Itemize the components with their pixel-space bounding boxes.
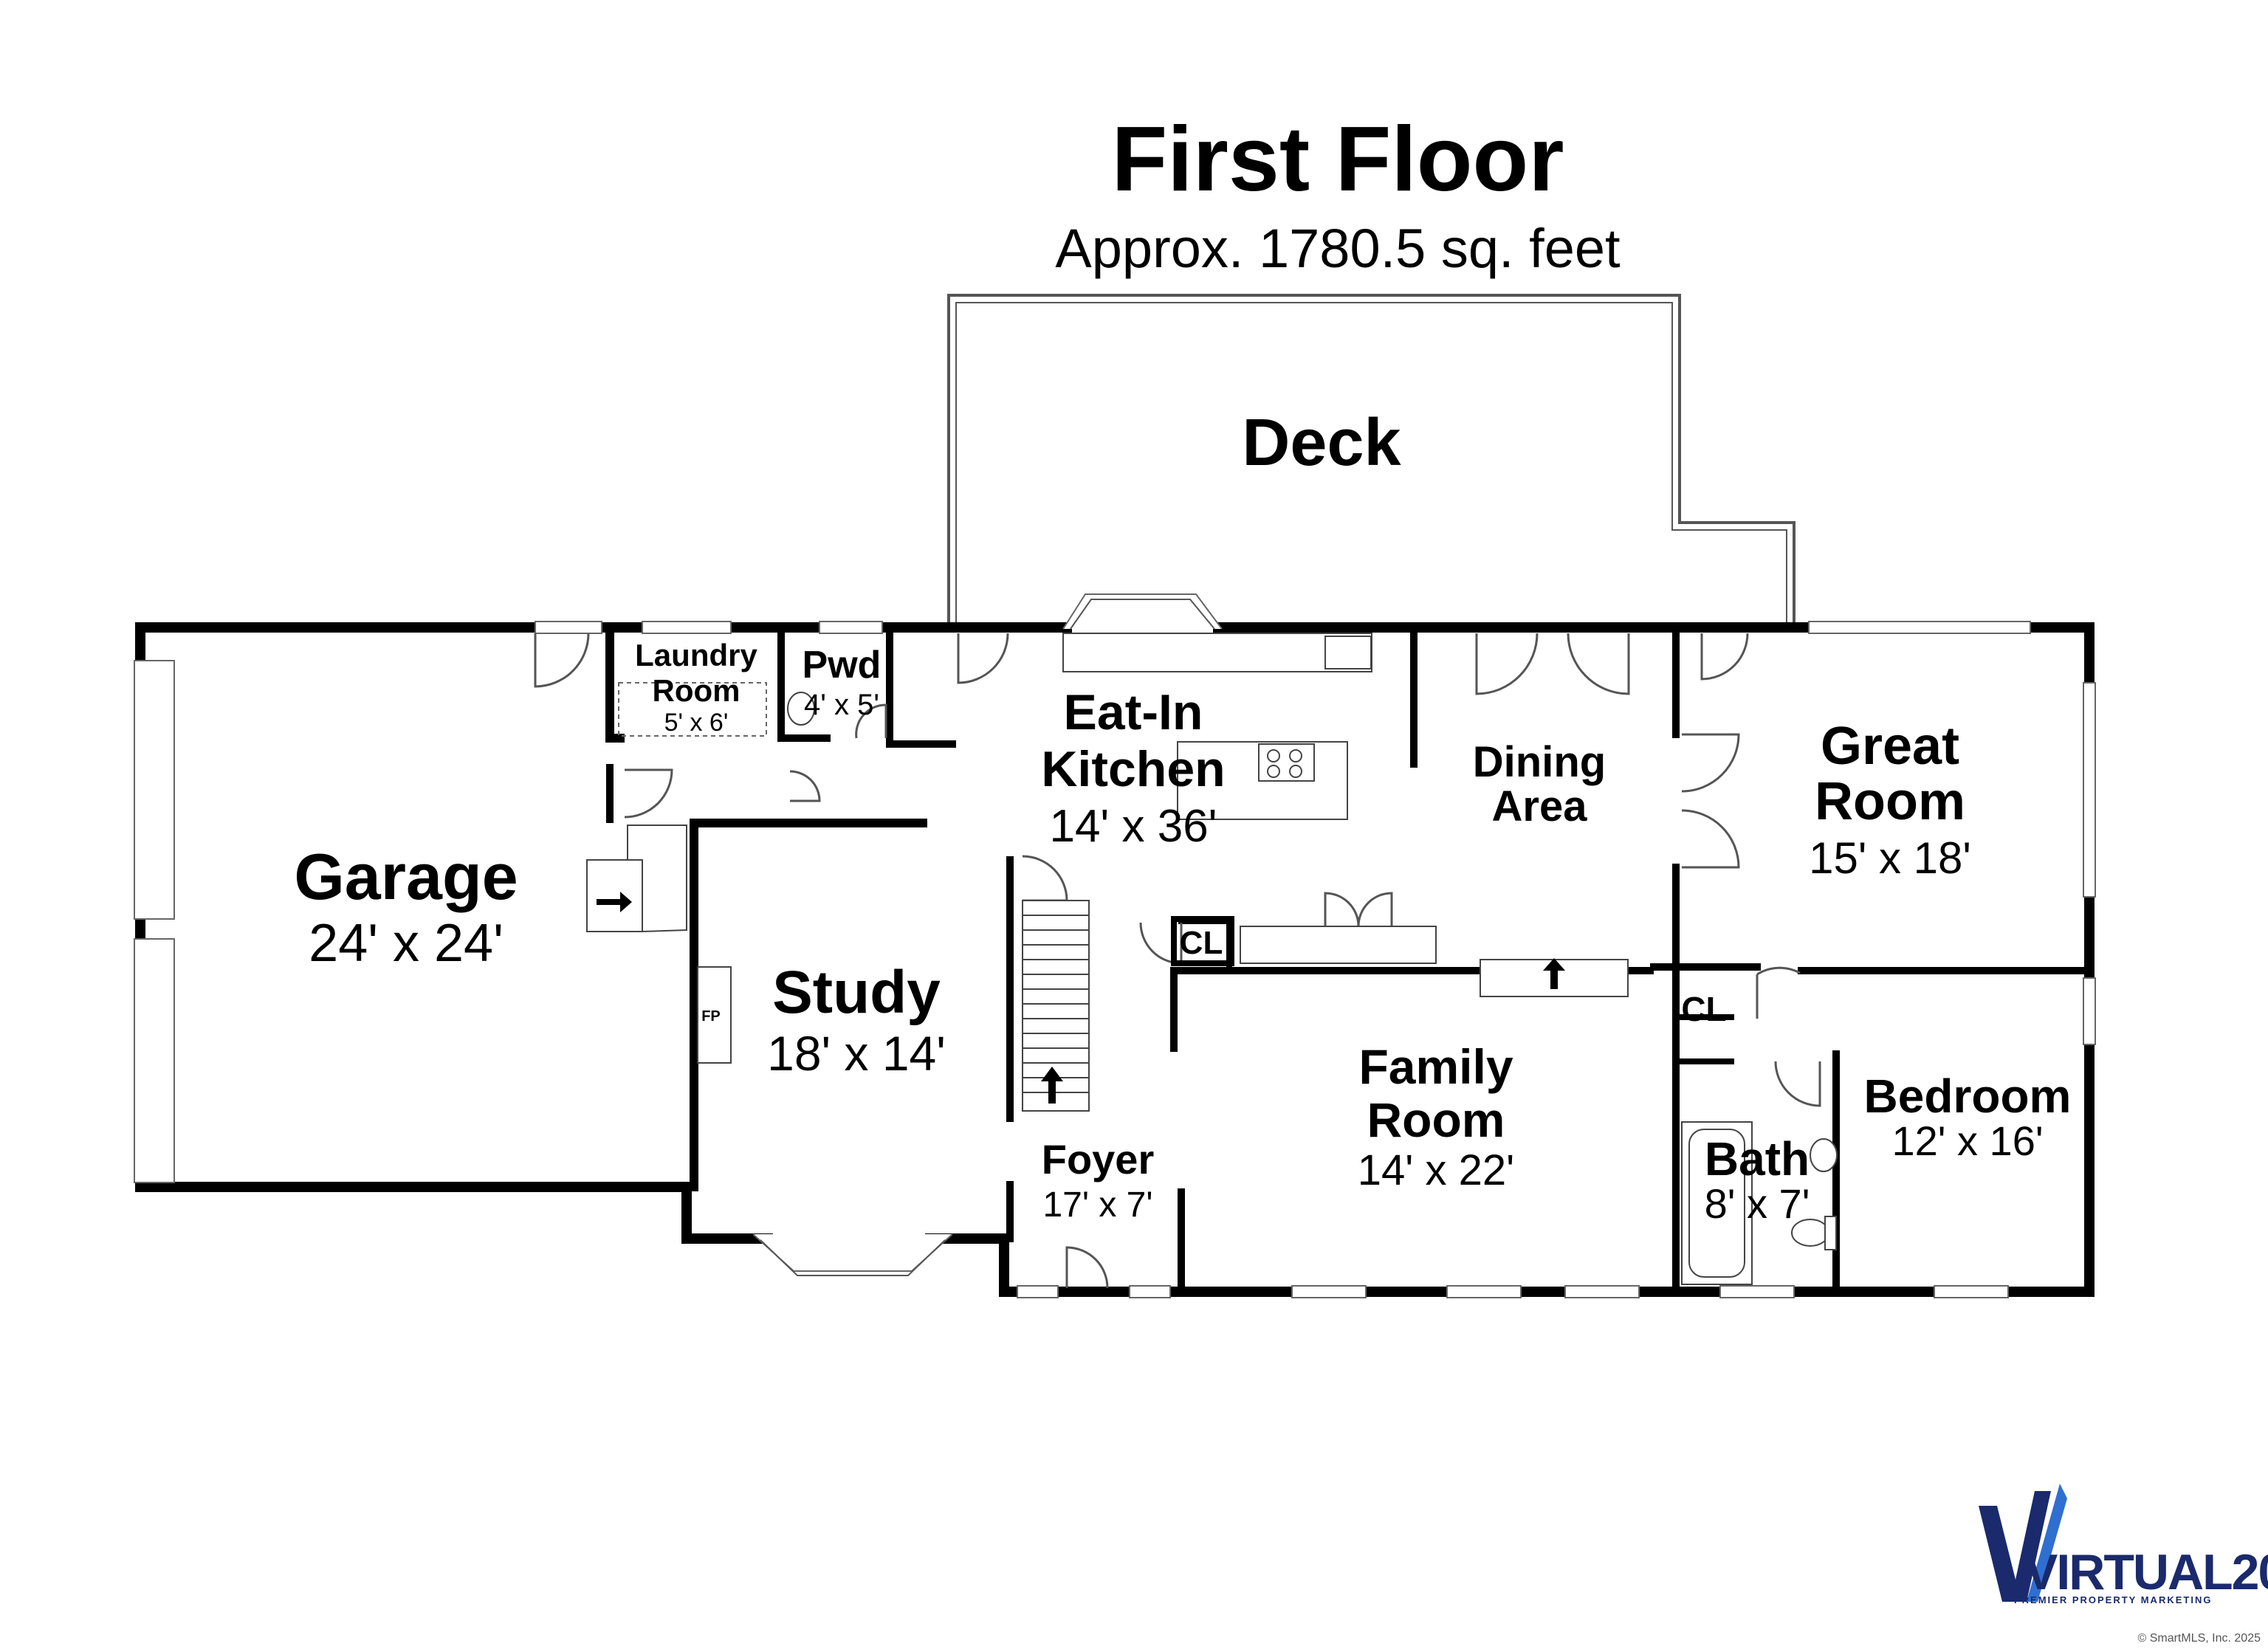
great-room-label-2: Room — [1815, 772, 1965, 831]
closet-kitchen — [1171, 916, 1234, 966]
kitchen-label-1: Eat-In — [1064, 684, 1203, 740]
garage-door-upper — [134, 660, 175, 920]
stairs-up-arrow — [1041, 1067, 1063, 1104]
laundry-dims: 5' x 6' — [664, 709, 729, 737]
room-labels: Garage 24' x 24' Laundry Room 5' x 6' Pw… — [294, 638, 2071, 1227]
bath-sink — [1810, 1138, 1838, 1172]
study-fireplace — [697, 966, 732, 1064]
pwd-label: Pwd — [803, 644, 882, 686]
deck-inner-line — [955, 302, 1787, 629]
cooktop — [1258, 743, 1315, 782]
family-room-label-1: Family — [1358, 1039, 1513, 1094]
area-subtitle: Approx. 1780.5 sq. feet — [1055, 218, 1621, 279]
kitchen-sink — [1324, 636, 1372, 669]
deck-outline — [947, 294, 1796, 629]
bath-dims: 8' x 7' — [1705, 1180, 1810, 1227]
bay-window-inner — [760, 1239, 946, 1276]
foyer-dims: 17' x 7' — [1042, 1185, 1152, 1225]
family-room-dims: 14' x 22' — [1358, 1146, 1514, 1194]
garage-stairs-arrow — [597, 892, 632, 912]
interior-walls — [605, 623, 2093, 1295]
copyright-text: © SmartMLS, Inc. 2025 — [2137, 1632, 2261, 1645]
dining-label-1: Dining — [1473, 738, 1606, 786]
bath-label: Bath — [1705, 1132, 1810, 1185]
closet-label-bedroom: CL — [1681, 990, 1726, 1028]
great-room-label-1: Great — [1821, 717, 1959, 776]
logo-v-mark — [1979, 1491, 2051, 1602]
kitchen-fixtures — [1062, 633, 1629, 997]
family-room-label-2: Room — [1367, 1092, 1505, 1147]
virtual203-logo: VIRTUAL203 PREMIER PROPERTY MARKETING — [1979, 1484, 2268, 1605]
page-title: First Floor — [1111, 109, 1564, 210]
kitchen-bay-inner — [1070, 599, 1215, 630]
garage-stairs — [586, 824, 687, 933]
laundry-label-1: Laundry — [635, 638, 757, 672]
bedroom-label: Bedroom — [1864, 1070, 2072, 1123]
study-label: Study — [772, 959, 941, 1026]
dining-label-2: Area — [1492, 782, 1588, 830]
bedroom-dims: 12' x 16' — [1891, 1118, 2043, 1164]
door-swings — [534, 633, 1821, 1289]
pwd-toilet — [787, 692, 815, 726]
study-dims: 18' x 14' — [767, 1026, 946, 1081]
pwd-dims: 4' x 5' — [804, 689, 879, 721]
great-room-dims: 15' x 18' — [1809, 833, 1971, 883]
study-bay-window — [752, 1233, 953, 1272]
fireplace-label: FP — [701, 1008, 721, 1025]
family-fireplace-arrow — [1543, 958, 1565, 989]
logo-tagline: PREMIER PROPERTY MARKETING — [2014, 1594, 2212, 1605]
windows — [535, 621, 2096, 1298]
garage-door-lower — [134, 938, 175, 1183]
bath-fixtures — [1681, 1121, 1838, 1285]
laundry-label-2: Room — [653, 673, 740, 708]
laundry-appliances — [618, 682, 767, 737]
logo-text: VIRTUAL203 — [2024, 1544, 2268, 1600]
kitchen-bay-window — [1062, 593, 1223, 630]
foyer-label: Foyer — [1042, 1136, 1155, 1182]
main-stairs — [1022, 900, 1090, 1112]
deck-label: Deck — [1242, 406, 1401, 480]
kitchen-label-2: Kitchen — [1041, 741, 1225, 797]
closet-label-kitchen: CL — [1180, 925, 1223, 961]
garage-dims: 24' x 24' — [309, 914, 504, 973]
kitchen-dims: 14' x 36' — [1049, 801, 1217, 852]
garage-label: Garage — [294, 840, 518, 913]
